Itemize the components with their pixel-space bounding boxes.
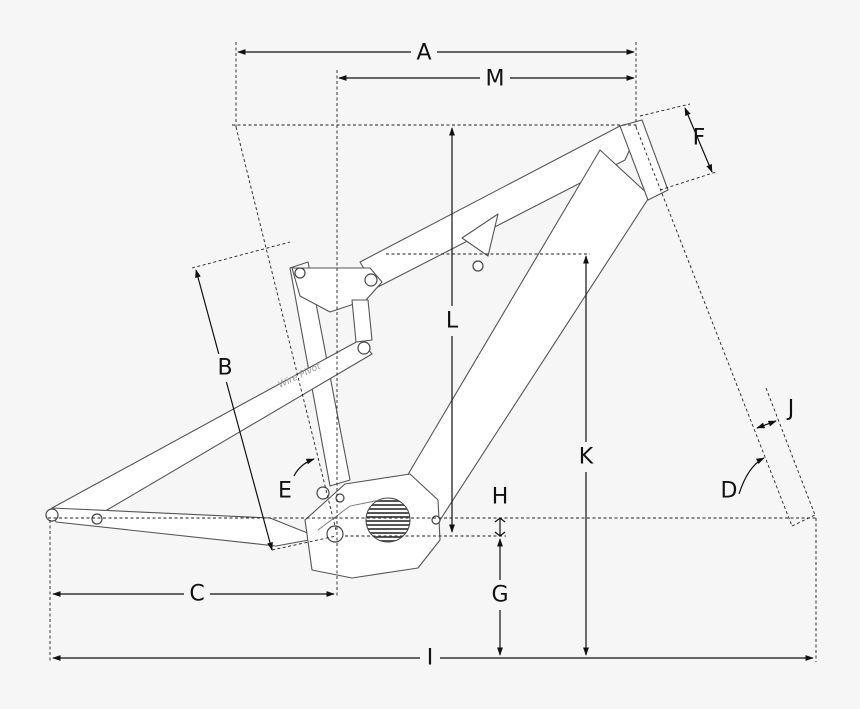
dropout-pivot [91,513,103,525]
label-k: K [579,445,594,470]
label-c: C [189,582,204,607]
dimension-labels: A M F L B K J D E H G C I [184,40,794,671]
label-f: F [693,126,706,151]
label-e: E [278,479,292,504]
dim-e-arc [293,458,315,477]
chain-stay [51,507,321,547]
rocker-pivot-rear [294,267,306,279]
motor-bolt [431,515,441,525]
dim-d-arc [738,457,765,495]
rear-axle-pivot [45,508,59,522]
bottom-bracket [326,525,344,543]
label-h: H [492,485,509,510]
dim-j [756,420,777,429]
label-b: B [217,356,232,381]
label-a: A [416,41,431,66]
motor-grille [365,497,411,543]
label-j: J [786,397,795,422]
bike-frame: Wire Pivot [45,119,669,579]
label-l: L [446,309,459,334]
shock-mount-pivot [357,341,371,355]
label-i: I [427,646,434,671]
reference-lines [48,42,818,662]
top-tube-gusset [461,213,499,257]
rocker-pivot-main [364,273,378,287]
lower-pivot [335,493,345,503]
rear-shock [351,299,373,343]
dim-f [684,107,713,173]
label-m: M [486,67,505,92]
label-d: D [721,479,738,504]
top-tube-mount [472,260,484,272]
dim-b [195,269,273,551]
head-tube [619,119,669,201]
main-pivot [316,486,330,500]
label-g: G [491,583,508,608]
